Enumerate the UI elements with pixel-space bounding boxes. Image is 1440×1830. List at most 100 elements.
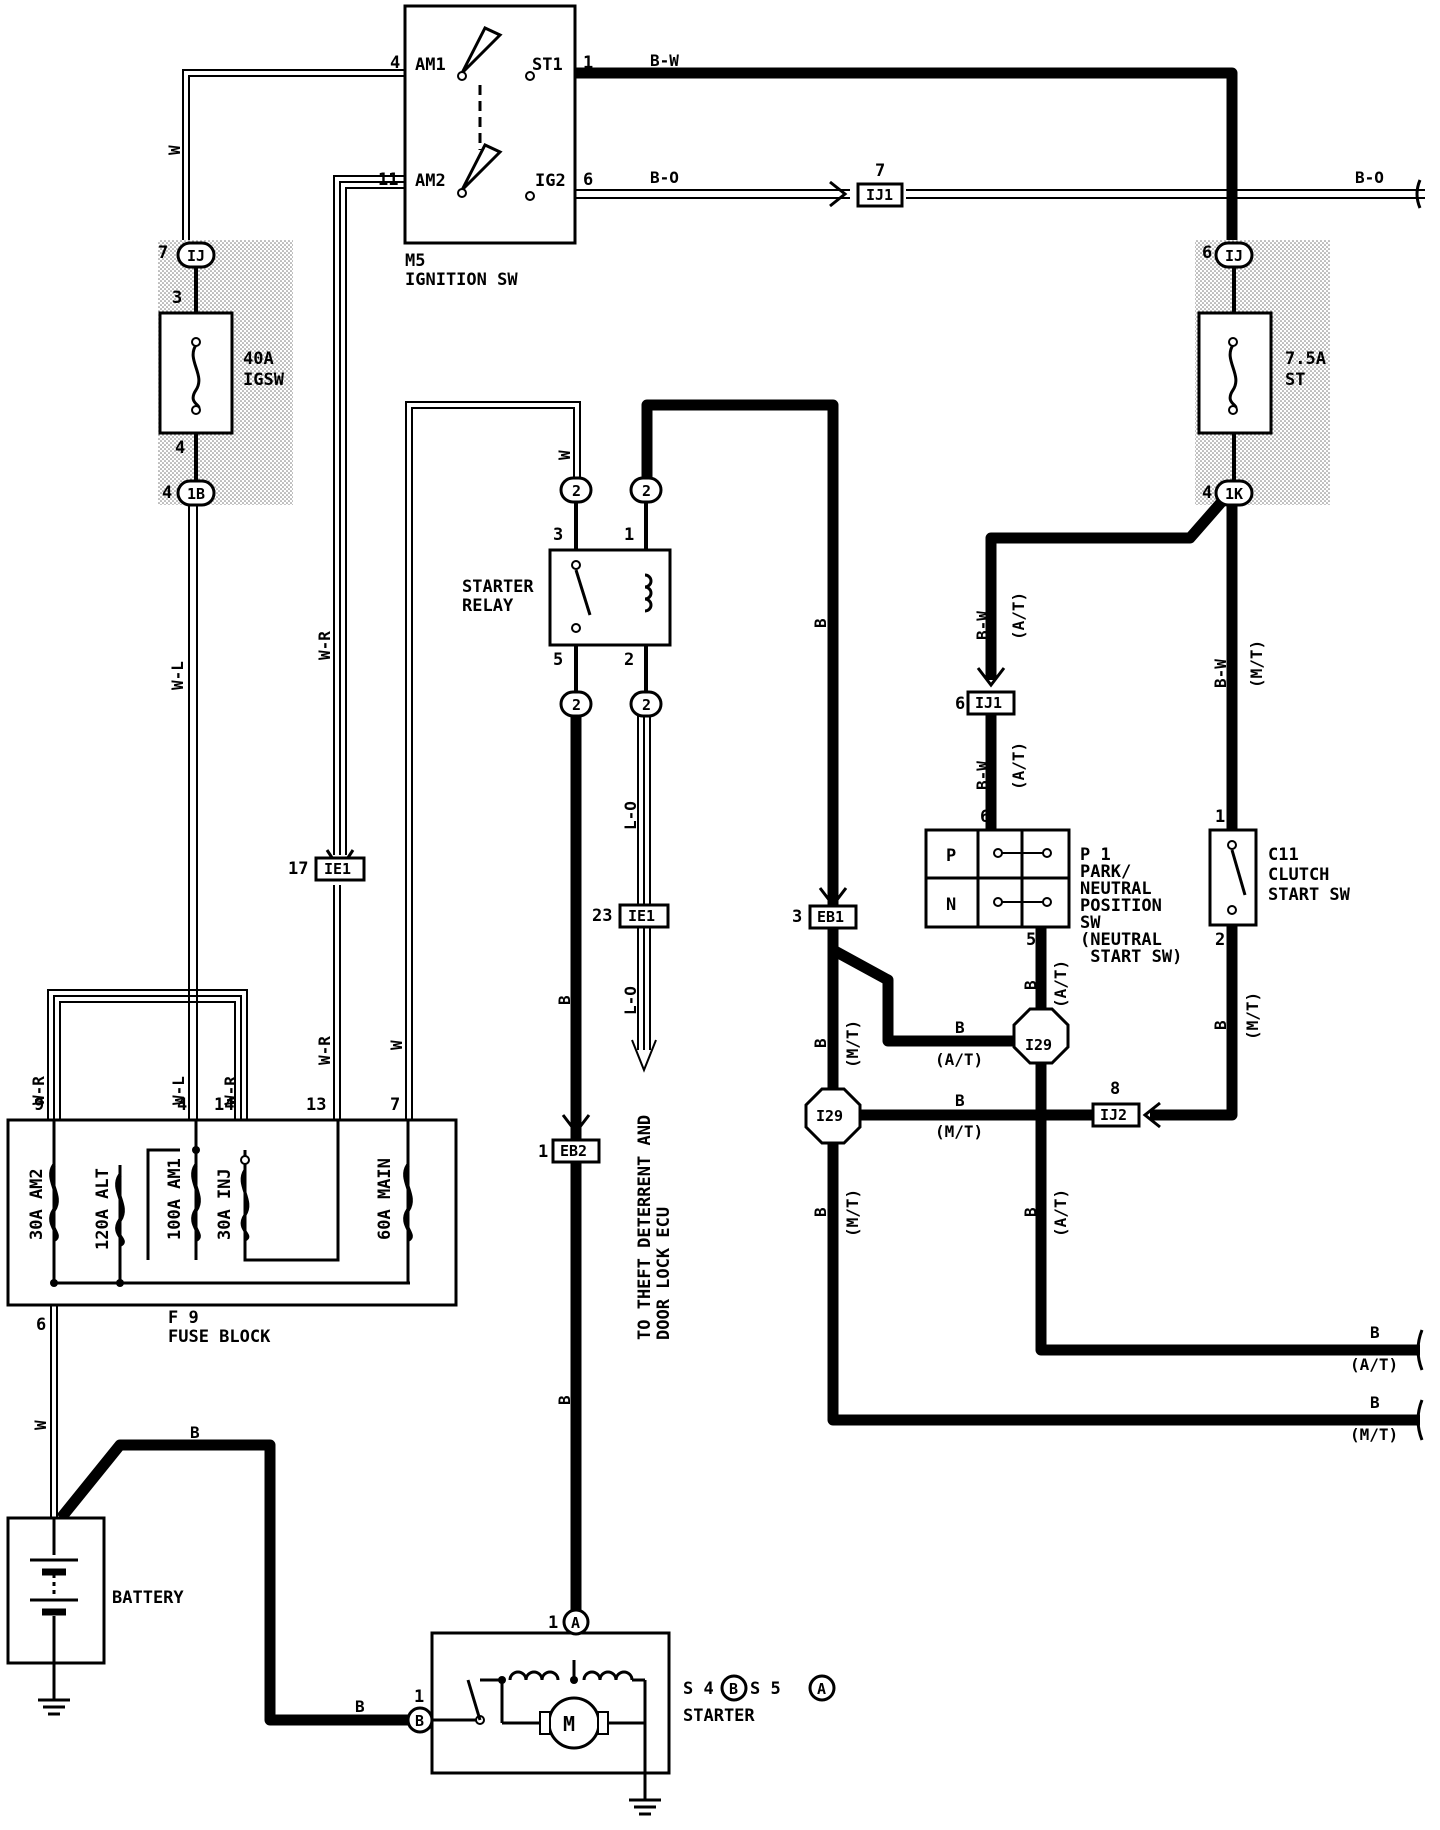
wire-continuation-mt <box>1416 1399 1424 1441</box>
svg-text:2: 2 <box>642 482 651 500</box>
pin-am2: 11 <box>378 170 398 190</box>
connector-1k: 1K <box>1214 479 1254 507</box>
wire-label-at-pn5: (A/T) <box>1051 960 1070 1008</box>
fuse-igsw-name: IGSW <box>243 370 285 390</box>
clutch-sw-line1: CLUTCH <box>1268 865 1329 885</box>
ignition-am1-label: AM1 <box>415 55 446 75</box>
fuse-alt-label: 120A ALT <box>93 1168 113 1250</box>
wire-w-am1 <box>182 69 405 240</box>
wire-b-i29b <box>827 1110 1420 1426</box>
svg-text:2: 2 <box>572 482 581 500</box>
svg-text:EB2: EB2 <box>560 1142 587 1160</box>
pin-fuse-igsw-4: 4 <box>175 438 185 458</box>
pin-starter-b-1: 1 <box>414 1687 424 1707</box>
pin-ij1-7: 7 <box>875 161 885 181</box>
wire-label-b-starter: B <box>355 1697 365 1716</box>
wire-label-w-fb: W <box>387 1040 406 1050</box>
connector-eb1: EB1 <box>808 887 858 930</box>
pin-fb-13: 13 <box>306 1095 326 1115</box>
starter-s5: S 5 <box>750 1679 781 1699</box>
svg-text:EB1: EB1 <box>817 908 844 926</box>
svg-text:2: 2 <box>642 696 651 714</box>
ignition-switch: AM1 AM2 ST1 IG2 <box>403 4 577 245</box>
pn-switch-line2: NEUTRAL <box>1080 879 1152 899</box>
pin-ig2: 6 <box>583 170 593 190</box>
wire-continuation-bo <box>1415 179 1422 209</box>
wire-label-wr: W-R <box>315 631 334 660</box>
connector-relay-2-tr: 2 <box>629 476 663 504</box>
wire-label-bw-pn: B-W <box>973 761 992 790</box>
pin-fb-14: 14 <box>214 1095 234 1115</box>
wire-label-b-low: B <box>555 1395 574 1405</box>
wire-label-bo-top: B-O <box>650 168 679 187</box>
pin-ij-right: 6 <box>1202 243 1212 263</box>
wire-label-lo-lower: L-O <box>621 986 640 1015</box>
fuse-am1-label: 100A AM1 <box>165 1158 185 1240</box>
wire-b-pn-i29 <box>1035 925 1420 1356</box>
wire-label-w-battery: W <box>31 1420 50 1430</box>
wire-label-w-relay: W <box>555 450 574 460</box>
wire-label-b-i29-low: B <box>1021 1207 1040 1217</box>
pin-1b: 4 <box>162 483 172 503</box>
svg-text:I29: I29 <box>1025 1036 1052 1054</box>
wire-label-mt-end: (M/T) <box>1350 1425 1398 1444</box>
wire-label-mt-i29b: (M/T) <box>935 1122 983 1141</box>
wire-label-wr-fb3: W-R <box>315 1036 334 1065</box>
svg-text:1B: 1B <box>187 485 205 503</box>
svg-text:IE1: IE1 <box>628 907 655 925</box>
wire-label-bw-top: B-W <box>650 51 679 70</box>
battery-label: BATTERY <box>112 1588 184 1608</box>
pn-switch-line4: SW <box>1080 913 1101 933</box>
starter-terminal-a: A <box>562 1608 590 1636</box>
pin-relay-2: 2 <box>624 650 634 670</box>
pin-fuse-igsw-3: 3 <box>172 288 182 308</box>
pn-switch-line3: POSITION <box>1080 896 1162 916</box>
wire-label-lo-upper: L-O <box>621 801 640 830</box>
theft-ecu-line1: TO THEFT DETERRENT AND <box>635 1115 655 1340</box>
pin-fb-7: 7 <box>390 1095 400 1115</box>
pin-fb-9: 9 <box>34 1095 44 1115</box>
wire-w-battery <box>50 1305 58 1520</box>
junction-i29-mt: I29 <box>804 1087 862 1145</box>
fuse-am2-label: 30A AM2 <box>27 1168 47 1240</box>
connector-eb2: EB2 <box>551 1114 601 1164</box>
fuse-block <box>6 1118 458 1307</box>
svg-text:A: A <box>571 1614 580 1632</box>
wire-label-at-i29-low: (A/T) <box>1051 1189 1070 1237</box>
pn-switch-line5: (NEUTRAL <box>1080 930 1162 950</box>
wire-label-b-mid: B <box>555 995 574 1005</box>
starter-s5-circle: A <box>808 1674 836 1702</box>
pin-1k: 4 <box>1202 483 1212 503</box>
starter-relay-line2: RELAY <box>462 596 514 616</box>
pin-fb-6: 6 <box>36 1315 46 1335</box>
svg-text:IJ: IJ <box>187 247 205 265</box>
wire-label-wl-fb: W-L <box>169 1076 188 1105</box>
pin-clutch-2: 2 <box>1215 930 1225 950</box>
pin-st1: 1 <box>583 53 593 73</box>
starter-relay-line1: STARTER <box>462 577 534 597</box>
wire-label-at-end: (A/T) <box>1350 1355 1398 1374</box>
pin-relay-1: 1 <box>624 525 634 545</box>
pn-switch-line6: START SW) <box>1080 947 1182 967</box>
starter-label: STARTER <box>683 1706 755 1726</box>
pin-fb-4: 4 <box>177 1095 187 1115</box>
connector-ij-left: IJ <box>176 241 216 269</box>
starter-relay <box>548 548 672 647</box>
fuse-40a-igsw <box>158 311 234 435</box>
pin-ij1-6: 6 <box>955 694 965 714</box>
wire-b-clutch-ij2 <box>1150 925 1238 1121</box>
wire-label-b-battery: B <box>190 1423 200 1442</box>
ignition-st1-label: ST1 <box>532 55 563 75</box>
pin-clutch-1: 1 <box>1215 807 1225 827</box>
pn-switch-id: P 1 <box>1080 845 1111 865</box>
wire-label-b-i29b-low: B <box>811 1207 830 1217</box>
wire-bo-ig2 <box>535 189 1425 199</box>
pn-switch-n: N <box>946 895 956 915</box>
pin-am1: 4 <box>390 53 400 73</box>
wire-label-wl: W-L <box>168 661 187 690</box>
wire-label-b-i29: B <box>955 1018 965 1037</box>
pin-ij2-8: 8 <box>1110 1079 1120 1099</box>
pin-ie1-23: 23 <box>592 906 612 926</box>
theft-ecu-line2: DOOR LOCK ECU <box>654 1207 674 1340</box>
